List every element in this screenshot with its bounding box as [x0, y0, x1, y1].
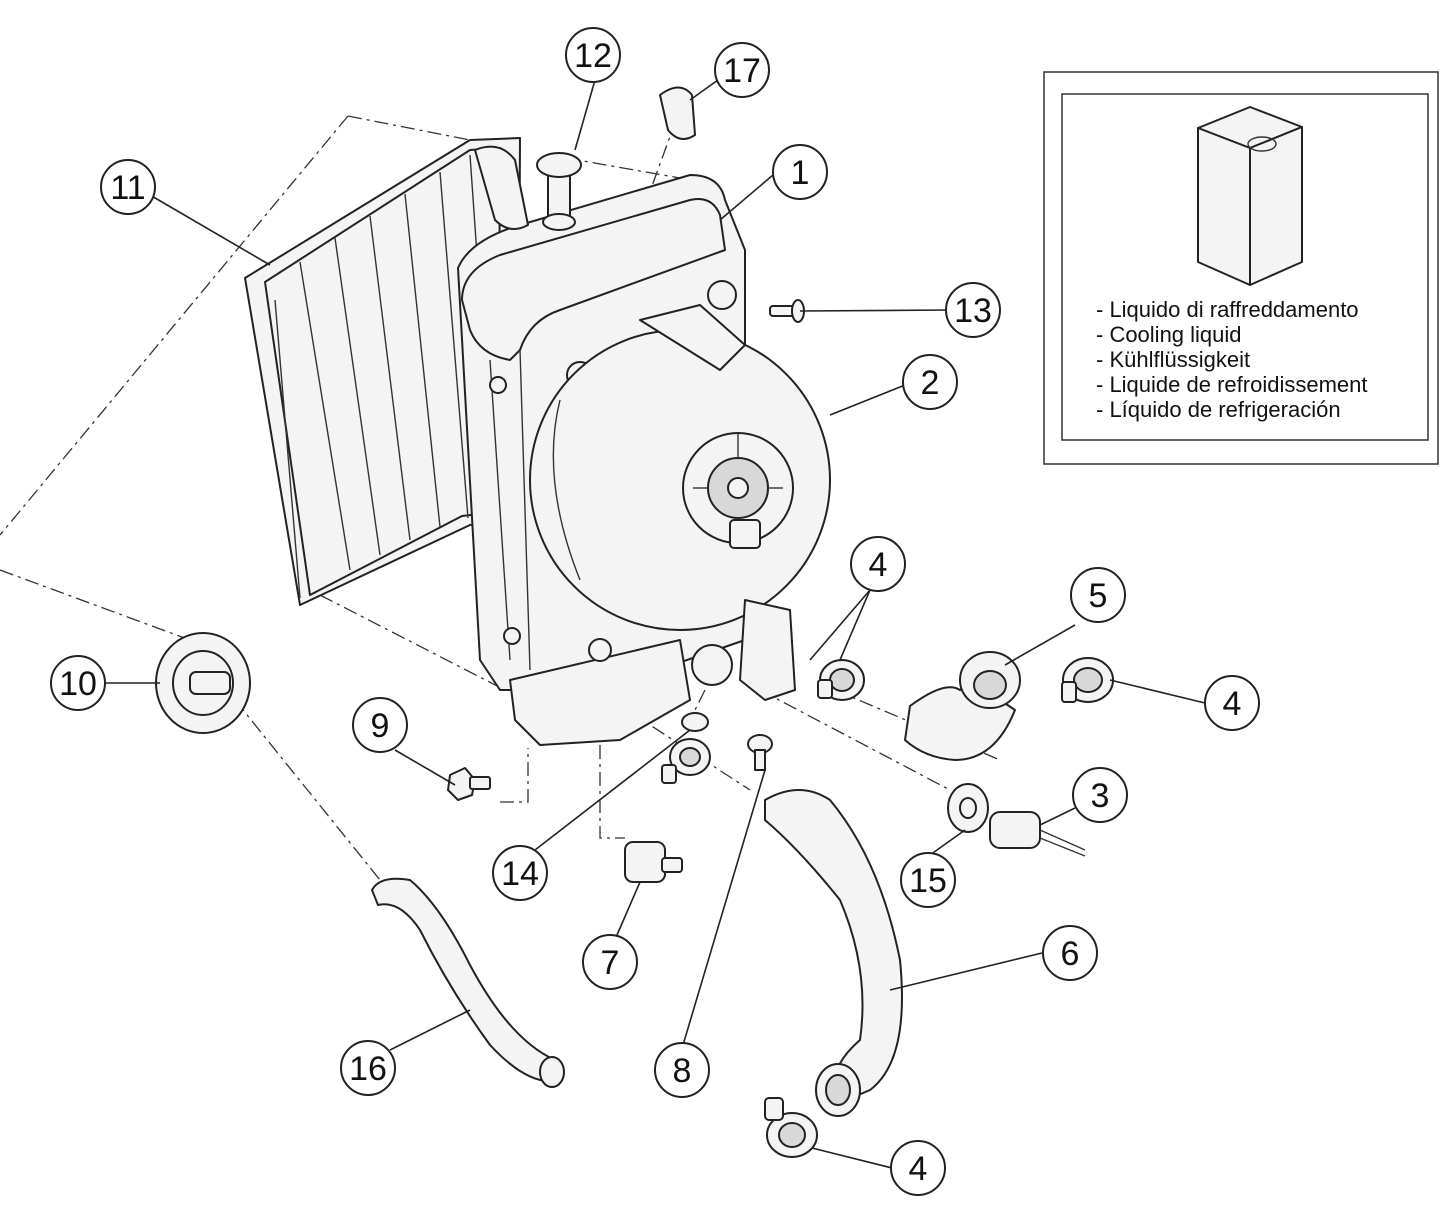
legend-line-4: - Liquide de refroidissement — [1096, 372, 1367, 397]
callout-16: 16 — [340, 1040, 396, 1096]
callout-7: 7 — [582, 934, 638, 990]
callout-15: 15 — [900, 852, 956, 908]
callout-6: 6 — [1042, 925, 1098, 981]
callout-4-top-label: 4 — [869, 546, 888, 584]
callout-4-bottom-label: 4 — [909, 1150, 928, 1188]
part-4-clamp-d — [764, 1097, 818, 1158]
part-4-clamp-b — [1061, 657, 1114, 703]
callout-13-label: 13 — [954, 292, 992, 330]
callout-1: 1 — [772, 144, 828, 200]
callout-16-label: 16 — [349, 1050, 387, 1088]
callout-11-label: 11 — [110, 169, 145, 207]
callout-4-right: 4 — [1204, 675, 1260, 731]
callout-15-label: 15 — [909, 862, 947, 900]
callout-11: 11 — [100, 159, 156, 215]
callout-4-bottom: 4 — [890, 1140, 946, 1196]
callout-13: 13 — [945, 282, 1001, 338]
callout-17-label: 17 — [723, 52, 761, 90]
callout-4-right-label: 4 — [1223, 685, 1242, 723]
callout-1-label: 1 — [791, 154, 810, 192]
coolant-container-icon — [1197, 106, 1303, 286]
part-4-clamp-c — [661, 738, 711, 784]
part-13-screw — [769, 299, 805, 323]
part-12-cap — [474, 145, 582, 231]
legend-line-5: - Líquido de refrigeración — [1096, 397, 1341, 422]
callout-12-label: 12 — [574, 37, 612, 75]
callout-2-label: 2 — [921, 364, 940, 402]
legend-line-1: - Liquido di raffreddamento — [1096, 297, 1359, 322]
part-4-clamp-a — [817, 659, 865, 701]
part-3-sensor — [989, 811, 1086, 857]
callout-4-top: 4 — [850, 536, 906, 592]
callout-5: 5 — [1070, 567, 1126, 623]
callout-10: 10 — [50, 655, 106, 711]
legend-line-2: - Cooling liquid — [1096, 322, 1242, 347]
callout-8-label: 8 — [673, 1052, 692, 1090]
callout-14: 14 — [492, 845, 548, 901]
part-17-clip — [659, 86, 696, 140]
callouts: 12 17 1 11 13 2 4 5 4 10 9 3 14 15 7 6 1… — [50, 27, 1260, 1196]
legend-box: - Liquido di raffreddamento - Cooling li… — [1043, 71, 1439, 465]
callout-12: 12 — [565, 27, 621, 83]
callout-9-label: 9 — [371, 707, 390, 745]
part-8-screw — [747, 734, 773, 771]
part-14-oring — [681, 712, 709, 732]
callout-10-label: 10 — [59, 665, 97, 703]
part-10-tank-cap — [155, 632, 251, 734]
part-9-bolt — [447, 767, 491, 801]
callout-3: 3 — [1072, 767, 1128, 823]
part-6-hose — [764, 789, 903, 1117]
callout-9: 9 — [352, 697, 408, 753]
callout-2: 2 — [902, 354, 958, 410]
part-7-grommet — [624, 841, 683, 883]
part-2-fan — [529, 304, 831, 701]
legend-line-3: - Kühlflüssigkeit — [1096, 347, 1250, 372]
callout-3-label: 3 — [1091, 777, 1110, 815]
part-11-shroud — [244, 137, 521, 606]
part-5-hose-elbow — [904, 651, 1021, 761]
callout-6-label: 6 — [1061, 935, 1080, 973]
callout-7-label: 7 — [601, 944, 620, 982]
callout-5-label: 5 — [1089, 577, 1108, 615]
leader-lines — [105, 79, 1206, 1169]
callout-8: 8 — [654, 1042, 710, 1098]
callout-17: 17 — [714, 42, 770, 98]
part-15-washer — [947, 783, 989, 833]
part-16-small-hose — [371, 877, 565, 1088]
callout-14-label: 14 — [501, 855, 539, 893]
